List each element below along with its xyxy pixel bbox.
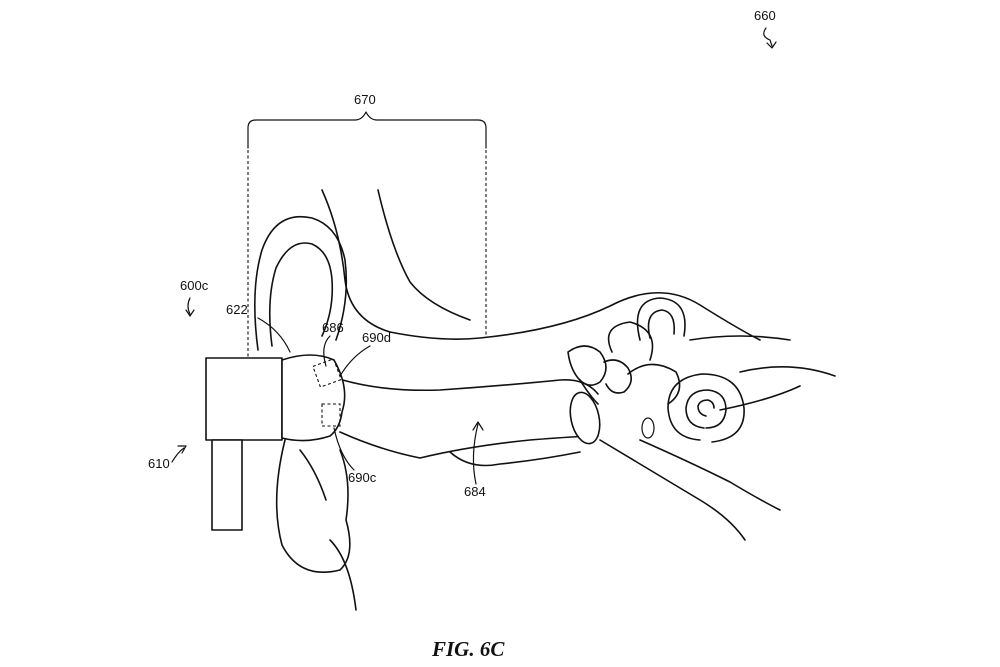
- bracket-670: [247, 111, 487, 149]
- skull-inner-line: [377, 189, 471, 321]
- label-610: 610: [148, 456, 170, 471]
- label-670: 670: [354, 92, 376, 107]
- earlobe: [275, 439, 351, 574]
- label-622: 622: [226, 302, 248, 317]
- earbud-housing: [205, 357, 283, 441]
- leader-684: [472, 423, 479, 485]
- leader-684-head: [472, 421, 484, 431]
- label-660: 660: [754, 8, 776, 23]
- leader-622: [257, 317, 291, 353]
- sensor-690c-box: [321, 403, 341, 427]
- tympanic-membrane: [569, 391, 601, 445]
- temporal-line: [689, 335, 791, 341]
- earbud-stem: [211, 439, 243, 531]
- arrow-610: [171, 447, 185, 463]
- cochlea-outer: [667, 373, 745, 443]
- ossicles-2: [603, 359, 632, 394]
- label-690d: 690d: [362, 330, 391, 345]
- label-684: 684: [464, 484, 486, 499]
- leader-690d: [339, 345, 371, 377]
- label-600c: 600c: [180, 278, 209, 293]
- earlobe-back: [329, 539, 357, 611]
- arrow-600c: [187, 297, 191, 315]
- pinna-inner: [268, 242, 334, 347]
- malleus: [579, 379, 599, 405]
- ear-canal-lower: [339, 431, 599, 459]
- eustachian-tube: [599, 439, 746, 541]
- label-690c: 690c: [348, 470, 377, 485]
- skull-outline: [321, 189, 761, 341]
- semicircular-canal-1: [636, 297, 686, 341]
- arrow-610-head: [177, 445, 187, 454]
- leader-690c: [333, 427, 355, 471]
- sensor-686-box: [312, 358, 342, 388]
- semicircular-canal-2: [607, 321, 654, 361]
- ossicles: [567, 345, 607, 386]
- pinna-outline: [254, 216, 348, 351]
- leader-686: [323, 335, 331, 367]
- arrow-660: [763, 27, 773, 47]
- round-window: [641, 417, 655, 439]
- semicircular-canal-1-in: [647, 309, 676, 339]
- ear-canal-upper: [335, 377, 599, 395]
- mastoid-line: [719, 385, 801, 411]
- earbud-tip: [281, 354, 346, 442]
- cochlea-mid: [685, 389, 727, 429]
- tragus: [299, 449, 327, 501]
- temporal-line-2: [739, 366, 836, 377]
- figure-caption: FIG. 6C: [431, 637, 505, 661]
- arrow-600c-head: [185, 309, 195, 317]
- cochlea-inner: [697, 399, 715, 417]
- vestibule: [627, 363, 681, 405]
- arrow-660-head: [766, 41, 777, 49]
- label-686: 686: [322, 320, 344, 335]
- eustachian-tube-2: [639, 439, 781, 511]
- canal-skin-fold: [449, 451, 581, 467]
